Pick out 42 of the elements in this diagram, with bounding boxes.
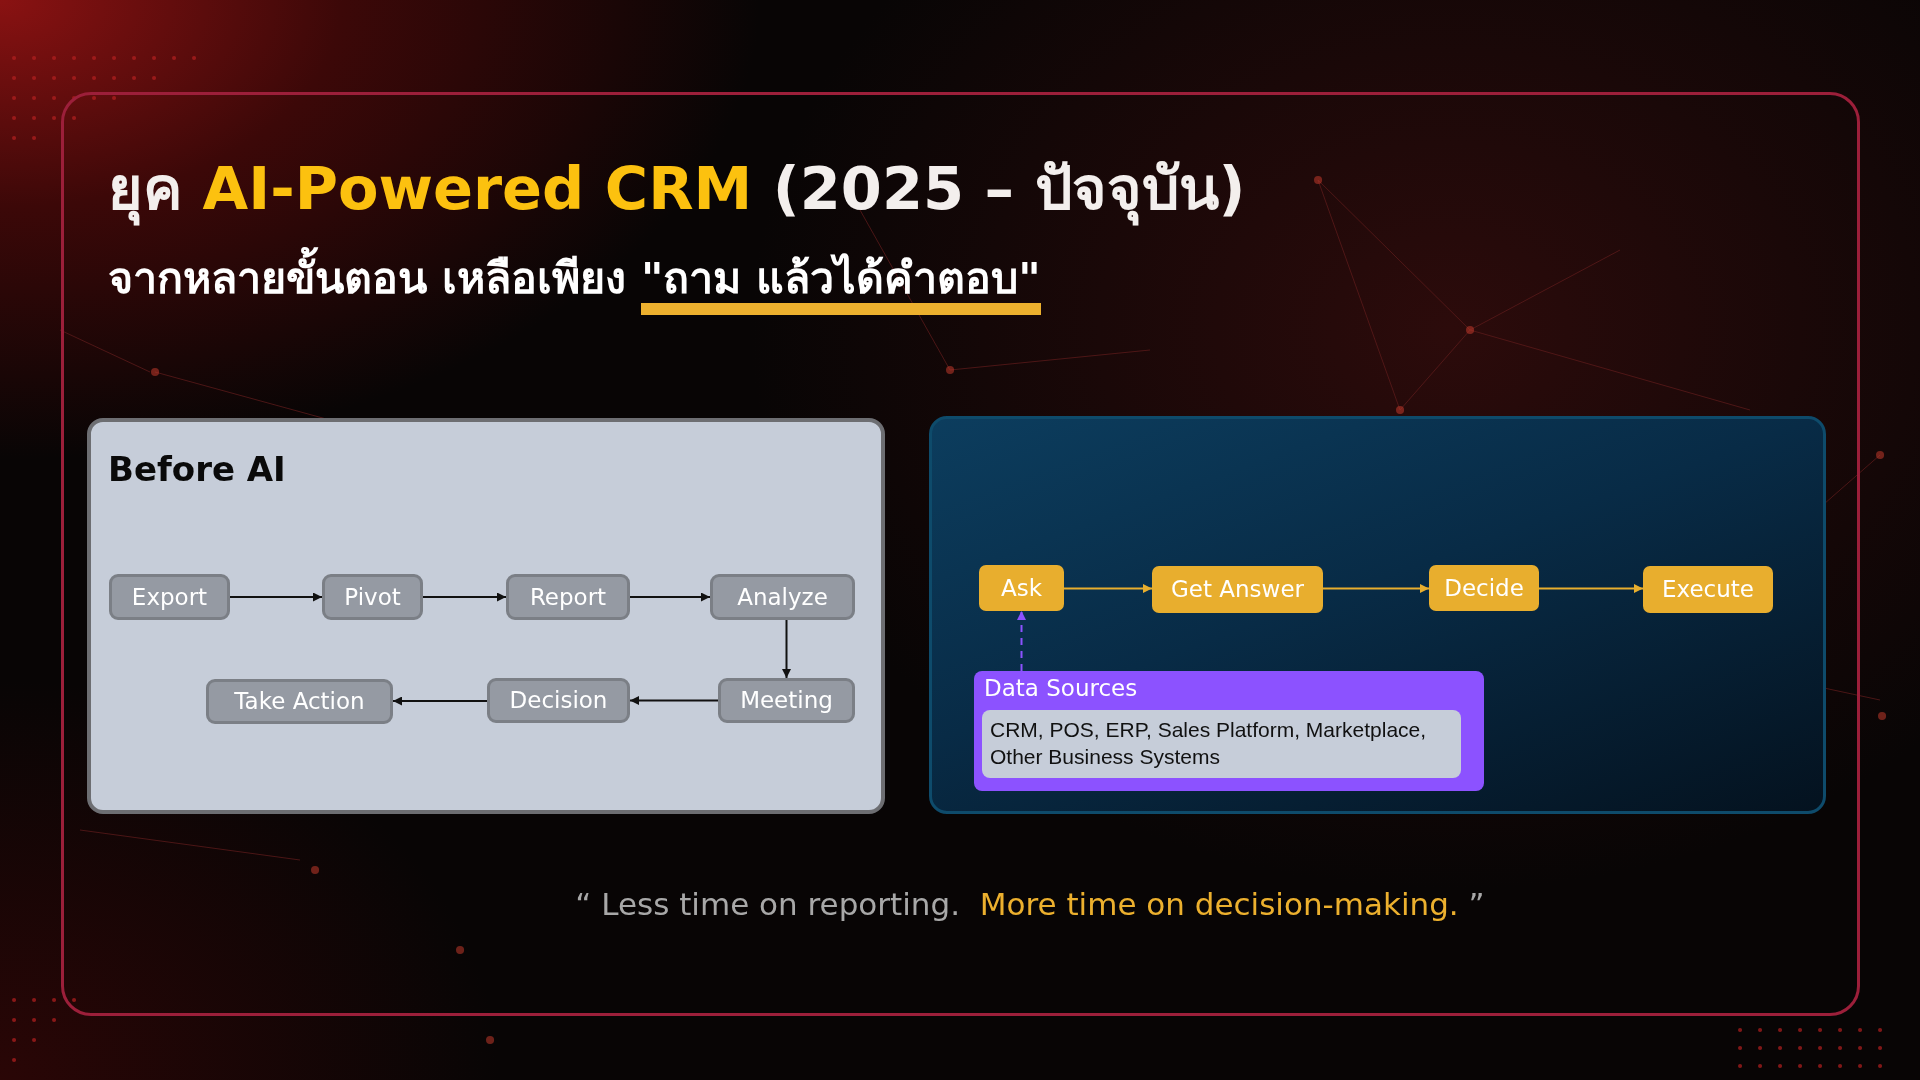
slide-title: ยุค AI-Powered CRM (2025 – ปัจจุบัน) [108,146,1246,232]
source-list: CRM, POS, ERP, Sales Platform, Marketplace, Other Business Systems [990,716,1455,771]
arrow [392,696,488,706]
step-label: Execute [1662,575,1754,604]
process-box [206,679,393,724]
source-list-box [982,710,1461,778]
subtitle: จากหลายขั้นตอน เหลือเพียง "ถาม แล้วได้คำตอบ" [108,244,1041,331]
process-box [718,678,855,723]
step-label: Pivot [344,582,401,612]
ai-panel [929,416,1826,814]
data-source-panel [974,671,1484,791]
arrow [422,592,507,602]
step-label: Decide [1444,573,1524,603]
quote-caption: “ Less time on reporting. More time on decision-making. ” [574,885,1486,924]
panel-heading: Before AI [108,448,286,491]
process-box [710,574,855,620]
process-box [979,565,1064,611]
arrow [782,619,791,679]
arrow [1322,584,1430,593]
process-box [109,574,230,620]
step-label: Ask [1000,573,1042,603]
process-box [487,678,630,723]
arrow [1538,584,1644,593]
step-label: Export [131,582,208,612]
arrow [629,592,711,602]
step-label: Decision [509,686,608,715]
arrow [629,696,719,705]
process-box [506,574,630,620]
step-label: Get Answer [1171,575,1304,604]
arrow [1063,584,1153,593]
step-label: Meeting [740,686,833,715]
dashed-arrow [1017,610,1026,672]
process-box [1152,566,1323,613]
step-label: Take Action [234,687,365,716]
step-label: Analyze [737,582,828,612]
panel-heading: Data Sources [984,674,1138,703]
process-box [1643,566,1773,613]
before-ai-panel [87,418,885,814]
step-label: Report [529,582,607,612]
arrow [229,592,323,602]
process-box [322,574,423,620]
process-box [1429,565,1539,611]
